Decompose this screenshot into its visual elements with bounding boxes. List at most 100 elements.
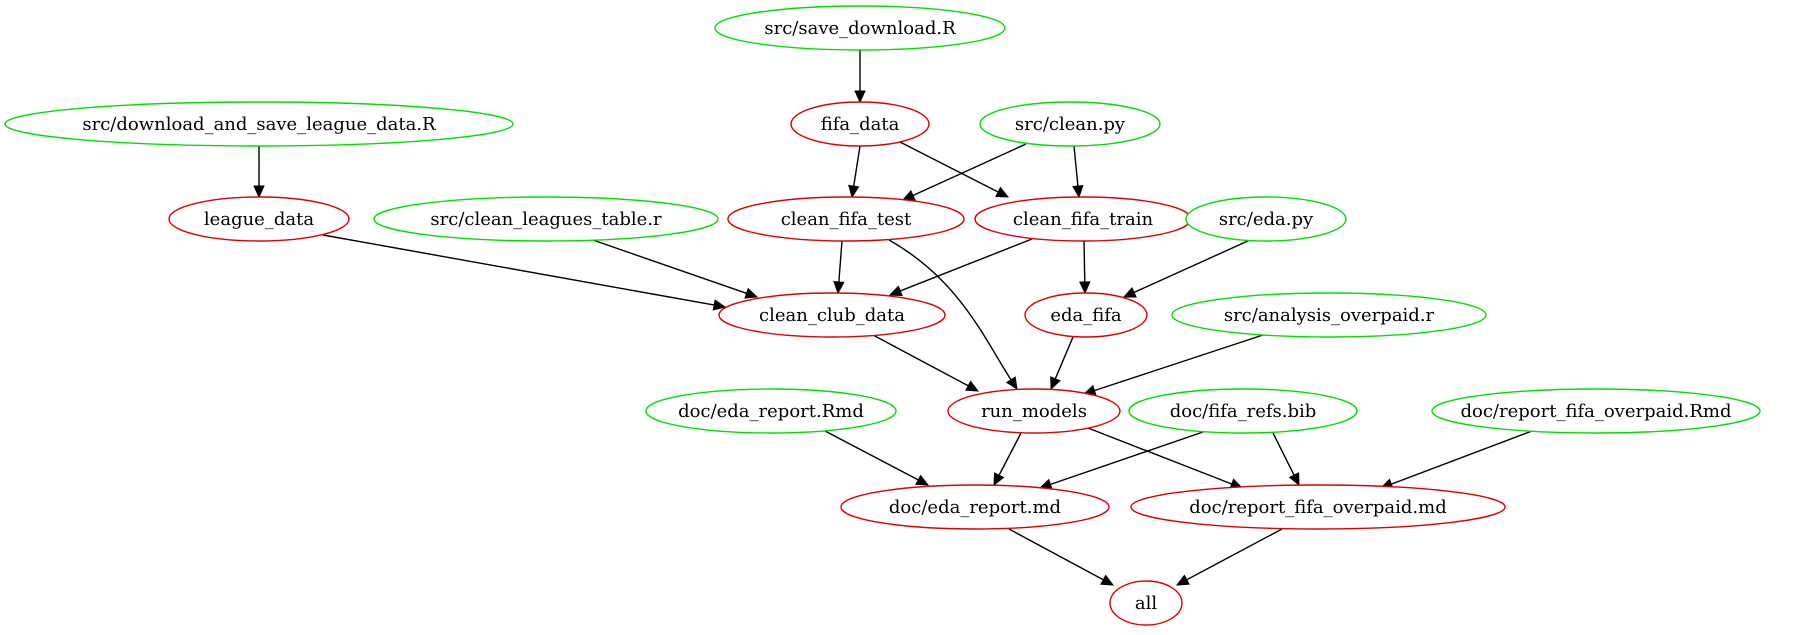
node-ellipse xyxy=(373,196,719,242)
node-fifa-data: fifa_data xyxy=(790,101,930,147)
node-label: src/analysis_overpaid.r xyxy=(1224,305,1435,326)
edge-league_data-to-clean_club_data xyxy=(322,234,727,311)
node-label: doc/eda_report.md xyxy=(889,497,1061,518)
edge-run_models-to-report_overpaid_md xyxy=(1087,427,1244,490)
node-ellipse xyxy=(790,101,930,147)
edge-line xyxy=(1390,430,1533,486)
node-label: clean_fifa_test xyxy=(781,209,912,230)
arrow-head xyxy=(965,380,980,392)
arrow-head xyxy=(901,189,916,201)
edge-run_models-to-eda_report_md xyxy=(993,432,1022,487)
node-clean-leagues-table: src/clean_leagues_table.r xyxy=(373,196,719,242)
node-ellipse xyxy=(4,101,514,147)
edge-line xyxy=(322,234,716,306)
arrow-head xyxy=(1288,472,1300,487)
arrow-head xyxy=(915,474,930,486)
edge-clean_fifa_train-to-clean_club_data xyxy=(888,238,1033,297)
arrow-head xyxy=(744,287,759,299)
node-ellipse xyxy=(718,292,946,338)
node-label: src/save_download.R xyxy=(764,18,956,39)
edge-line xyxy=(911,143,1027,197)
node-eda-report-md: doc/eda_report.md xyxy=(840,484,1110,530)
node-ellipse xyxy=(168,196,350,242)
arrow-head xyxy=(995,186,1010,198)
node-ellipse xyxy=(947,388,1121,434)
node-ellipse xyxy=(979,101,1161,147)
arrow-head xyxy=(848,184,860,199)
node-clean-fifa-test: clean_fifa_test xyxy=(727,196,965,242)
arrow-head xyxy=(888,285,903,297)
arrow-head xyxy=(712,299,727,311)
node-label: fifa_data xyxy=(821,114,900,135)
node-analysis-overpaid: src/analysis_overpaid.r xyxy=(1171,292,1487,338)
node-clean-py: src/clean.py xyxy=(979,101,1161,147)
edge-line xyxy=(1132,239,1251,294)
edge-line xyxy=(1185,528,1283,581)
node-label: src/download_and_save_league_data.R xyxy=(82,114,436,135)
node-label: src/clean.py xyxy=(1015,114,1126,135)
edge-analysis_overpaid-to-run_models xyxy=(1082,334,1264,396)
node-ellipse xyxy=(727,196,965,242)
node-label: doc/report_fifa_overpaid.Rmd xyxy=(1460,401,1731,422)
edge-line xyxy=(997,432,1022,477)
arrow-head xyxy=(1050,376,1061,391)
node-league-data: league_data xyxy=(168,196,350,242)
node-label: src/clean_leagues_table.r xyxy=(430,209,662,230)
node-eda-report-rmd: doc/eda_report.Rmd xyxy=(645,388,897,434)
edge-line xyxy=(1272,432,1296,477)
edge-line xyxy=(899,141,1000,194)
arrow-head xyxy=(1005,376,1018,391)
node-label: doc/eda_report.Rmd xyxy=(678,401,864,422)
node-run-models: run_models xyxy=(947,388,1121,434)
edge-clean_leagues_table-to-clean_club_data xyxy=(589,238,759,299)
edge-report_overpaid_rmd-to-report_overpaid_md xyxy=(1379,430,1533,490)
node-download-league: src/download_and_save_league_data.R xyxy=(4,101,514,147)
arrow-head xyxy=(833,281,845,295)
edge-fifa_data-to-clean_fifa_test xyxy=(848,145,861,199)
edge-eda_py-to-eda_fifa xyxy=(1122,239,1251,298)
node-clean-club-data: clean_club_data xyxy=(718,292,946,338)
node-ellipse xyxy=(714,5,1006,51)
edge-eda_report_rmd-to-eda_report_md xyxy=(824,430,930,486)
edge-eda_report_md-to-all xyxy=(1008,528,1115,586)
edge-line xyxy=(824,430,920,481)
edge-save_download-to-fifa_data xyxy=(854,50,866,104)
edge-line xyxy=(589,238,748,295)
node-fifa-refs: doc/fifa_refs.bib xyxy=(1128,388,1358,434)
node-label: doc/report_fifa_overpaid.md xyxy=(1189,497,1446,518)
node-label: clean_fifa_train xyxy=(1013,209,1154,230)
node-ellipse xyxy=(1128,388,1358,434)
edge-eda_fifa-to-run_models xyxy=(1050,336,1074,391)
edge-clean_fifa_train-to-eda_fifa xyxy=(1079,240,1091,295)
node-report-overpaid-md: doc/report_fifa_overpaid.md xyxy=(1130,484,1506,530)
edge-line xyxy=(1093,334,1264,392)
edge-line xyxy=(852,145,861,188)
arrow-head xyxy=(1175,574,1190,586)
edges-layer xyxy=(253,50,1533,586)
arrow-head xyxy=(1072,185,1084,199)
edge-clean_fifa_test-to-clean_club_data xyxy=(833,240,845,295)
edge-clean_py-to-clean_fifa_train xyxy=(1072,145,1084,199)
edge-line xyxy=(1073,145,1079,188)
edge-fifa_refs-to-report_overpaid_md xyxy=(1272,432,1300,487)
arrow-head xyxy=(854,90,866,104)
edge-clean_fifa_test-to-run_models xyxy=(888,239,1018,391)
edge-line xyxy=(872,334,970,387)
node-label: clean_club_data xyxy=(759,305,905,326)
node-ellipse xyxy=(1185,196,1347,242)
node-clean-fifa-train: clean_fifa_train xyxy=(974,196,1192,242)
node-label: src/eda.py xyxy=(1219,209,1314,230)
node-all: all xyxy=(1109,580,1183,626)
arrow-head xyxy=(1079,281,1091,295)
node-label: all xyxy=(1135,593,1157,614)
edge-line xyxy=(1008,528,1105,581)
node-label: eda_fifa xyxy=(1050,305,1122,326)
node-ellipse xyxy=(840,484,1110,530)
edge-line xyxy=(899,238,1033,292)
node-eda-py: src/eda.py xyxy=(1185,196,1347,242)
edge-line xyxy=(888,239,1013,382)
node-save-download: src/save_download.R xyxy=(714,5,1006,51)
node-label: doc/fifa_refs.bib xyxy=(1170,401,1317,422)
edge-clean_club_data-to-run_models xyxy=(872,334,980,392)
edge-download_league-to-league_data xyxy=(253,146,265,199)
